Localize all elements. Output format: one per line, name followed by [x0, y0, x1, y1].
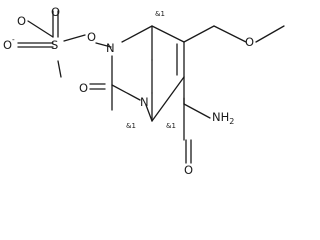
o-sulfate-3-label: O	[3, 38, 12, 52]
o-ether-label: O	[245, 35, 254, 49]
amide-bonds	[183, 97, 211, 164]
o-sulfate-1-label: O	[17, 14, 26, 28]
n-upper-label: N	[106, 41, 115, 55]
nh2-subscript: 2	[229, 117, 234, 126]
stereo-label-n-lower: &1	[126, 122, 136, 130]
o-carbonyl-label: O	[79, 81, 88, 95]
bicyclic-core-bonds	[89, 25, 185, 122]
stereo-label-c-top: &1	[155, 10, 165, 18]
stereo-label-c-amide: &1	[166, 122, 176, 130]
sulfur-label: S	[51, 38, 58, 52]
molecule-structure: O S O O - O N N O O O NH2 &1 &1 &1	[3, 5, 285, 177]
o-bridge-label: O	[87, 30, 96, 44]
n-lower-label: N	[140, 95, 149, 109]
o-sulfate-2-label: O	[51, 5, 60, 19]
nh2-label: NH2	[212, 110, 234, 126]
sulfate-bonds	[17, 10, 112, 78]
nh2-n: NH	[212, 110, 229, 124]
methoxymethyl-bonds	[183, 25, 285, 43]
o-amide-label: O	[184, 163, 193, 177]
o-sulfate-charge-label: -	[12, 35, 15, 44]
